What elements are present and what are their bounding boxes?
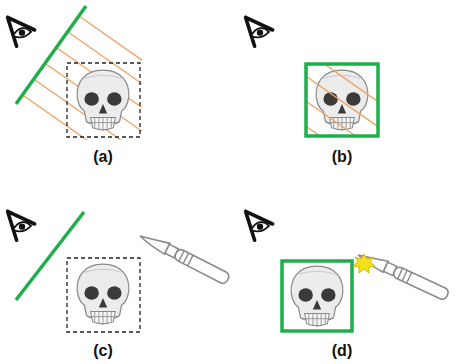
panel-label: (b) [332, 148, 352, 166]
panel-label: (c) [93, 342, 113, 360]
panel-label: (a) [93, 148, 113, 166]
panel-label: (d) [332, 342, 352, 360]
